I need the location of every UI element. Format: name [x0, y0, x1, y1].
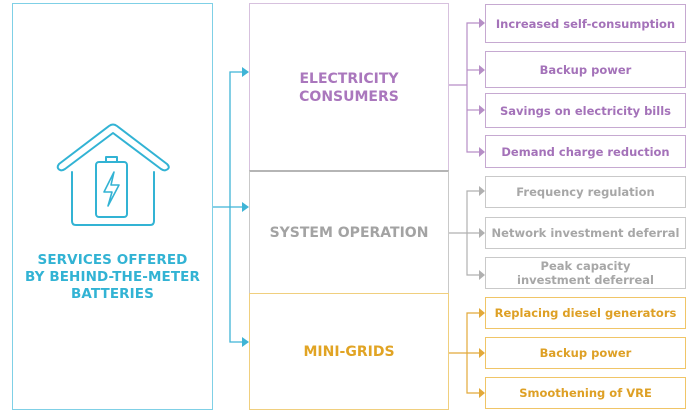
service-label: Network investment deferral	[491, 226, 680, 240]
root-box: SERVICES OFFERED BY BEHIND-THE-METER BAT…	[12, 3, 213, 410]
arrow-icon	[479, 18, 485, 28]
service-increased-self-consumption: Increased self-consumption	[485, 4, 686, 43]
category-system-operation: SYSTEM OPERATION	[249, 170, 449, 294]
arrow-to-mini-grids	[242, 337, 249, 347]
service-frequency-regulation: Frequency regulation	[485, 176, 686, 208]
category-title-line: MINI-GRIDS	[303, 343, 395, 360]
service-backup-power-consumers: Backup power	[485, 51, 686, 88]
category-title-line: ELECTRICITY	[299, 70, 399, 87]
service-replacing-diesel-generators: Replacing diesel generators	[485, 297, 686, 329]
mini-grid-connectors	[449, 312, 479, 394]
root-title-line: BATTERIES	[71, 286, 154, 302]
service-backup-power-mini-grids: Backup power	[485, 337, 686, 369]
service-label: investment deferreal	[517, 273, 654, 287]
category-title-line: SYSTEM OPERATION	[269, 224, 429, 241]
service-savings-on-bills: Savings on electricity bills	[485, 93, 686, 128]
service-label: Replacing diesel generators	[494, 306, 677, 320]
service-label: Demand charge reduction	[501, 144, 670, 159]
arrow-icon	[479, 388, 485, 398]
consumers-connectors	[449, 22, 479, 153]
service-label: Backup power	[539, 346, 632, 360]
service-network-investment-deferral: Network investment deferral	[485, 217, 686, 249]
service-demand-charge-reduction: Demand charge reduction	[485, 135, 686, 168]
category-mini-grids: MINI-GRIDS	[249, 293, 449, 410]
arrow-to-system	[242, 202, 249, 212]
root-connectors	[213, 71, 243, 343]
system-connectors	[449, 190, 479, 276]
service-label: Backup power	[539, 62, 632, 77]
arrow-icon	[479, 147, 485, 157]
arrow-icon	[479, 65, 485, 75]
arrow-icon	[479, 308, 485, 318]
arrow-icon	[479, 105, 485, 115]
root-title: SERVICES OFFERED BY BEHIND-THE-METER BAT…	[25, 252, 200, 303]
house-battery-icon	[53, 120, 173, 234]
arrow-icon	[479, 270, 485, 280]
service-label: Increased self-consumption	[495, 16, 676, 31]
arrow-to-consumers	[242, 67, 249, 77]
root-title-line: SERVICES OFFERED	[37, 252, 188, 268]
service-label: Frequency regulation	[516, 185, 655, 199]
arrow-icon	[479, 348, 485, 358]
arrow-icon	[479, 228, 485, 238]
arrow-icon	[479, 186, 485, 196]
service-peak-capacity-deferral: Peak capacity investment deferreal	[485, 257, 686, 289]
root-title-line: BY BEHIND-THE-METER	[25, 269, 200, 285]
category-title-line: CONSUMERS	[299, 88, 399, 105]
service-smoothening-of-vre: Smoothening of VRE	[485, 377, 686, 409]
service-label: Savings on electricity bills	[500, 103, 671, 118]
service-label: Smoothening of VRE	[519, 386, 652, 400]
service-label: Peak capacity	[540, 259, 631, 273]
category-electricity-consumers: ELECTRICITY CONSUMERS	[249, 3, 449, 172]
